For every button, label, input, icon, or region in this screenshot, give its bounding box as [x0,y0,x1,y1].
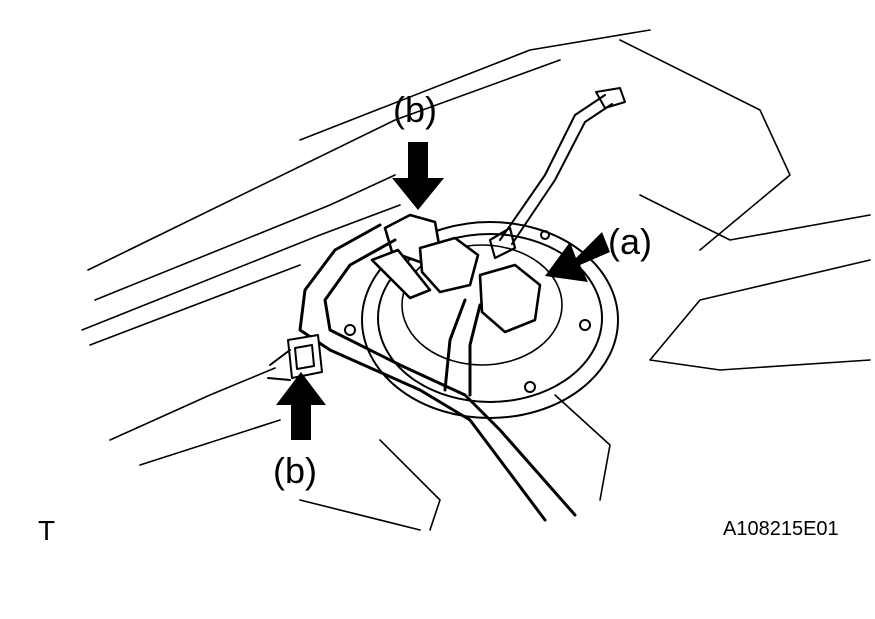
callout-label-a: (a) [608,221,652,262]
connector-main [370,213,542,334]
callout-label-b-bottom: (b) [273,450,317,491]
floor-panel-lines [81,29,871,531]
corner-mark: T [38,515,56,546]
up-arrow-icon [276,372,326,440]
harness-clamp [267,334,323,381]
pump-base-plate [344,221,619,419]
figure-code: A108215E01 [723,518,839,540]
fuel-line-tube [488,87,626,260]
down-arrow-icon [392,142,444,210]
callout-label-b-top: (b) [393,89,437,130]
left-down-arrow-icon [545,232,610,282]
